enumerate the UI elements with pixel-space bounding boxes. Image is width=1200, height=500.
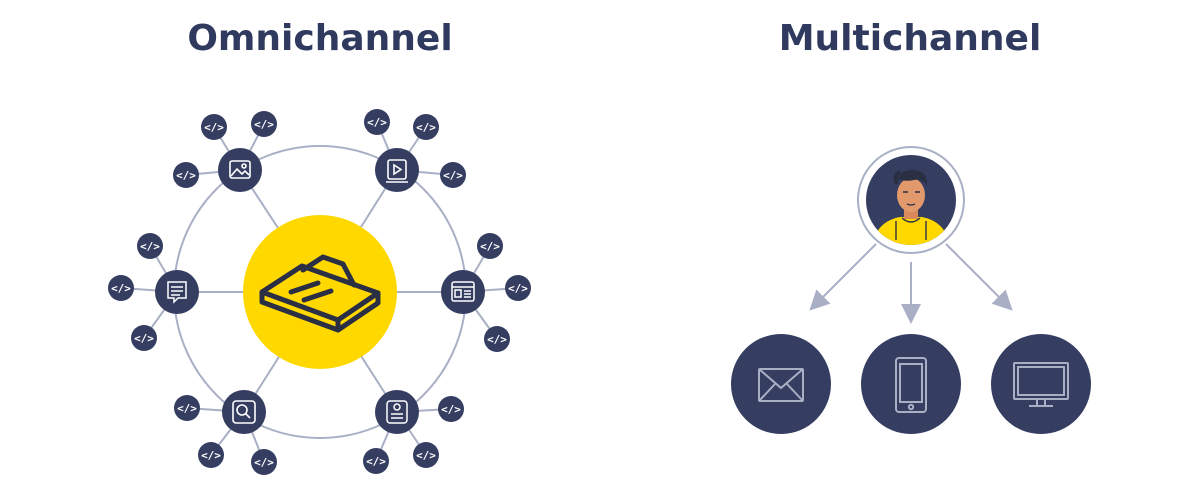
multichannel-diagram [731,146,1091,434]
channel-node-search [222,390,266,434]
omnichannel-title: Omnichannel [187,18,453,59]
code-endpoint: </> [477,233,503,259]
omnichannel-diagram: </> </> </> </> </> </> </> </> </> </> … [108,109,531,475]
code-endpoint: </> [364,109,390,135]
distribution-arrows [809,243,1013,324]
search-icon [232,400,256,424]
svg-text:</>: </> [176,169,196,182]
code-endpoint: </> [131,325,157,351]
code-endpoint: </> [413,114,439,140]
channel-node-profile [375,390,419,434]
web-page-icon [451,281,475,302]
code-endpoint: </> [251,111,277,137]
video-icon [386,159,408,183]
code-endpoint: </> [173,162,199,188]
code-endpoint: </> [251,449,277,475]
multichannel-title: Multichannel [778,18,1042,59]
code-endpoint: </> [484,326,510,352]
profile-card-icon [386,400,408,424]
svg-text:</>: </> [443,169,463,182]
svg-text:</>: </> [177,402,197,415]
svg-text:</>: </> [204,121,224,134]
svg-text:</>: </> [111,282,131,295]
image-icon [229,160,251,179]
svg-text:</>: </> [508,282,528,295]
code-endpoint: </> [198,442,224,468]
code-endpoint: </> [137,233,163,259]
svg-text:</>: </> [254,118,274,131]
svg-text:</>: </> [487,333,507,346]
omnichannel-hub [243,215,397,369]
channel-node-chat [155,270,199,314]
svg-text:</>: </> [254,456,274,469]
code-endpoint: </> [174,395,200,421]
code-endpoint: </> [413,442,439,468]
code-endpoint: </> [440,162,466,188]
channel-email [731,334,831,434]
code-endpoint: </> [201,114,227,140]
channel-mobile [861,334,961,434]
monitor-icon [1013,362,1069,407]
platform-stack-icon [259,254,381,333]
envelope-icon [758,368,804,402]
svg-text:</>: </> [366,455,386,468]
svg-text:</>: </> [416,449,436,462]
code-endpoint: </> [438,396,464,422]
channel-node-video [375,148,419,192]
code-endpoint: </> [363,448,389,474]
svg-text:</>: </> [201,449,221,462]
code-endpoint: </> [108,275,134,301]
svg-text:</>: </> [134,332,154,345]
channel-node-image [218,148,262,192]
chat-icon [167,281,187,304]
smartphone-icon [895,357,927,413]
channel-desktop [991,334,1091,434]
channel-node-web-page [441,270,485,314]
svg-text:</>: </> [441,403,461,416]
code-endpoint: </> [505,275,531,301]
svg-text:</>: </> [140,240,160,253]
svg-text:</>: </> [480,240,500,253]
svg-text:</>: </> [367,116,387,129]
svg-text:</>: </> [416,121,436,134]
code-endpoints: </> </> </> </> </> </> </> </> </> </> … [108,109,531,475]
user-avatar [857,146,965,254]
